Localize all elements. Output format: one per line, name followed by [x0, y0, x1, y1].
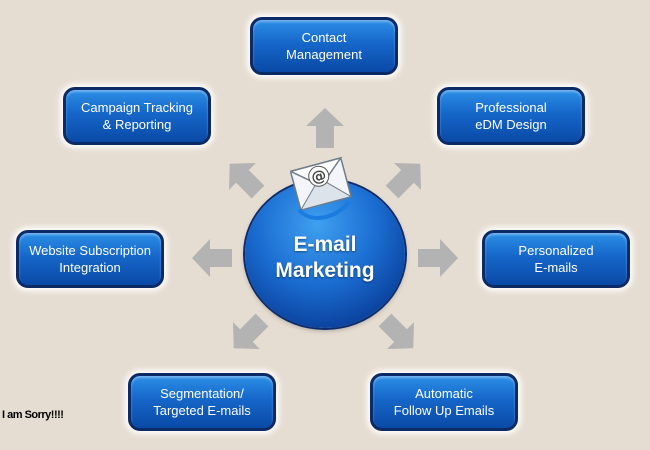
node-label-line1: Website Subscription: [29, 243, 151, 258]
node-label-line2: Follow Up Emails: [393, 403, 495, 418]
center-hub: [245, 180, 405, 328]
node-label-line1: Personalized: [518, 243, 594, 258]
node-label-line2: & Reporting: [102, 117, 172, 132]
center-title: E-mail Marketing: [245, 232, 405, 284]
svg-text:@: @: [309, 166, 328, 187]
node-campaign-tracking: Campaign Tracking & Reporting: [63, 87, 211, 145]
node-label-line2: Targeted E-mails: [153, 403, 251, 418]
arrow-icon-down-left: [220, 306, 276, 362]
node-label-line2: Integration: [59, 260, 121, 275]
node-label-line2: E-mails: [534, 260, 578, 275]
center-title-line2: Marketing: [275, 259, 375, 282]
node-segmentation-targeted: Segmentation/ Targeted E-mails: [128, 373, 276, 431]
node-label-line1: Segmentation/: [160, 386, 244, 401]
arrow-icon-down-right: [371, 306, 427, 362]
node-label-line1: Automatic: [415, 386, 473, 401]
arrow-icon-left: [192, 239, 232, 277]
node-professional-edm-design: Professional eDM Design: [437, 87, 585, 145]
node-label-line2: Management: [286, 47, 362, 62]
arrow-icon-up: [306, 108, 344, 148]
node-contact-management: Contact Management: [250, 17, 398, 75]
arrow-icon-up-right: [378, 150, 434, 206]
email-envelope-at-icon: @: [290, 156, 353, 220]
watermark-text: I am Sorry!!!!: [2, 409, 64, 421]
node-personalized-emails: Personalized E-mails: [482, 230, 630, 288]
node-label-line1: Campaign Tracking: [81, 100, 193, 115]
node-automatic-follow-up: Automatic Follow Up Emails: [370, 373, 518, 431]
node-website-subscription: Website Subscription Integration: [16, 230, 164, 288]
center-title-line1: E-mail: [293, 233, 357, 256]
node-label-line2: eDM Design: [475, 117, 547, 132]
arrow-icon-up-left: [216, 150, 272, 206]
node-label-line1: Contact: [301, 30, 347, 45]
node-label-line1: Professional: [475, 100, 547, 115]
arrow-icon-right: [418, 239, 458, 277]
